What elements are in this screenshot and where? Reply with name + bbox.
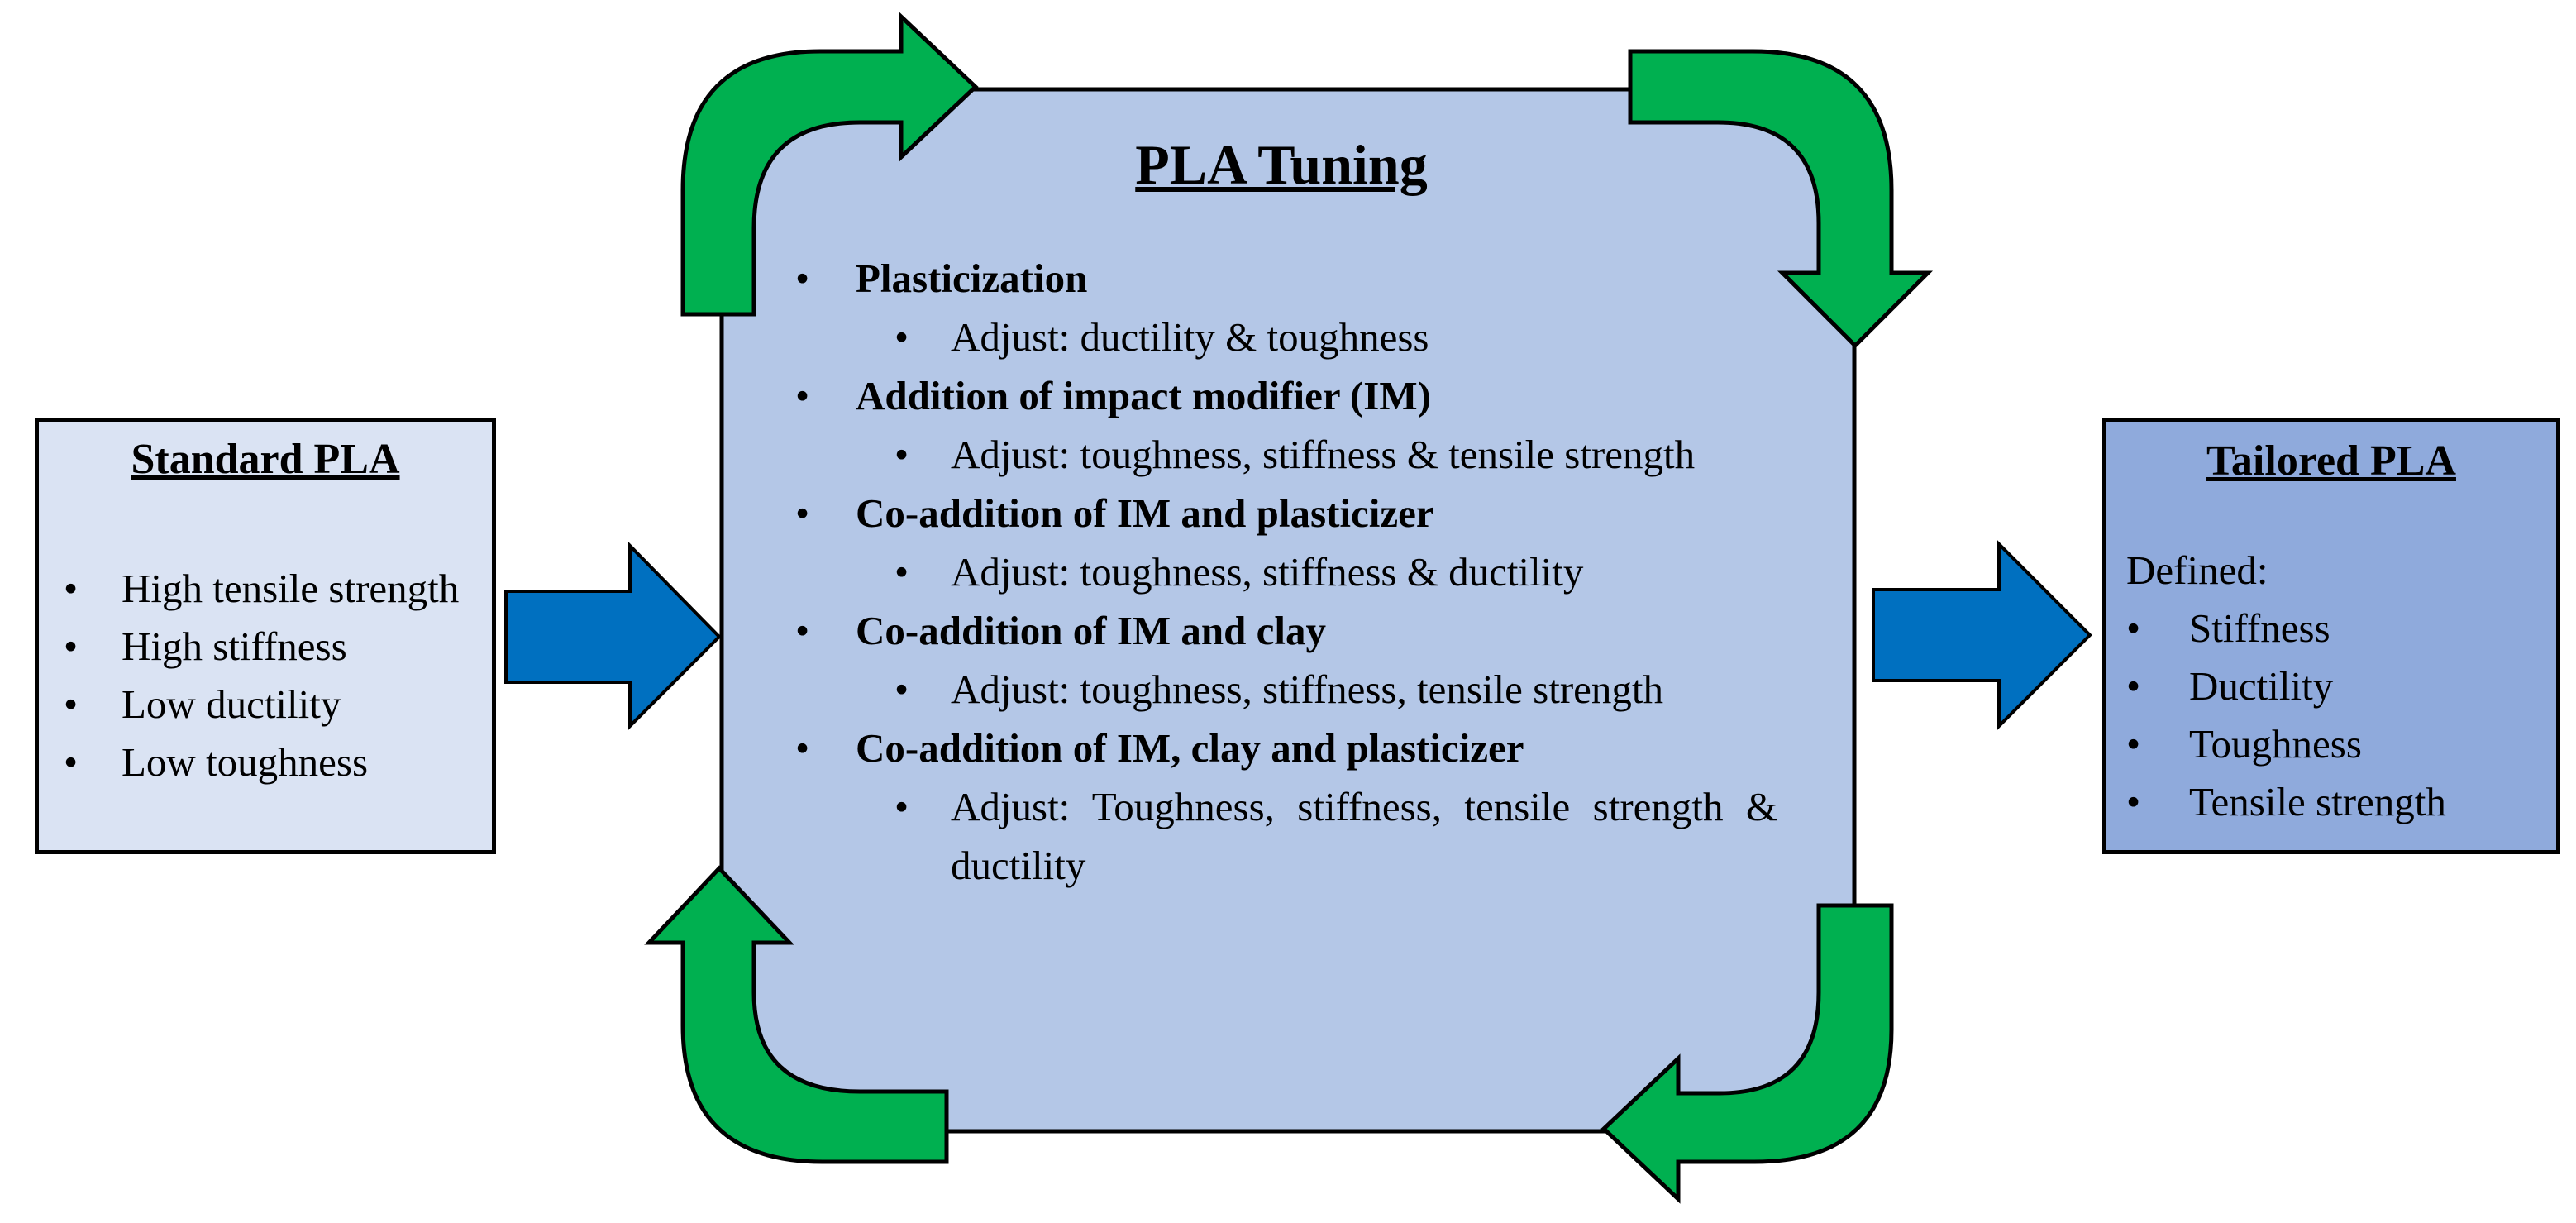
tailored-pla-item: Stiffness xyxy=(2126,600,2556,657)
tuning-item-sub: Adjust: ductility & toughness xyxy=(894,308,1777,366)
cycle-arrow-bottom-left-icon xyxy=(644,865,949,1164)
tailored-pla-item: Tensile strength xyxy=(2126,773,2556,831)
tuning-item: Co-addition of IM, clay and plasticizer … xyxy=(744,719,1819,895)
tuning-item: Co-addition of IM and plasticizer Adjust… xyxy=(744,484,1819,601)
tailored-pla-item: Ductility xyxy=(2126,657,2556,715)
cycle-arrow-top-left-icon xyxy=(680,12,979,317)
tailored-pla-item: Toughness xyxy=(2126,715,2556,773)
tuning-item-sub: Adjust: toughness, stiffness & ductility xyxy=(894,542,1777,601)
cycle-arrow-bottom-right-icon xyxy=(1600,903,1894,1204)
tuning-item-head: Addition of impact modifier (IM) xyxy=(856,373,1431,418)
tailored-pla-box: Tailored PLA Defined: Stiffness Ductilit… xyxy=(2102,418,2560,854)
standard-pla-item: Low toughness xyxy=(64,733,469,791)
tailored-pla-list: Stiffness Ductility Toughness Tensile st… xyxy=(2106,600,2556,831)
standard-pla-box: Standard PLA High tensile strength High … xyxy=(35,418,496,854)
tuning-item-head: Co-addition of IM, clay and plasticizer xyxy=(856,725,1524,771)
cycle-arrows xyxy=(644,12,1934,1204)
tailored-pla-title: Tailored PLA xyxy=(2206,437,2456,485)
tuning-item: Co-addition of IM and clay Adjust: tough… xyxy=(744,601,1819,719)
standard-pla-list: High tensile strength High stiffness Low… xyxy=(39,560,469,791)
tailored-pla-lead: Defined: xyxy=(2126,547,2268,593)
tuning-content: PLA Tuning Plasticization Adjust: ductil… xyxy=(744,132,1819,895)
tuning-item-head: Plasticization xyxy=(856,256,1088,301)
standard-pla-title: Standard PLA xyxy=(131,436,400,483)
tuning-item-sub: Adjust: Toughness, stiffness, tensile st… xyxy=(894,777,1777,895)
tuning-item-sub: Adjust: toughness, stiffness & tensile s… xyxy=(894,425,1777,484)
tuning-item: Addition of impact modifier (IM) Adjust:… xyxy=(744,366,1819,484)
tuning-item-head: Co-addition of IM and plasticizer xyxy=(856,490,1434,536)
tuning-item: Plasticization Adjust: ductility & tough… xyxy=(744,249,1819,366)
tuning-title: PLA Tuning xyxy=(1135,133,1428,196)
output-arrow-icon xyxy=(1872,540,2092,730)
standard-pla-item: High tensile strength xyxy=(64,560,469,618)
tuning-item-head: Co-addition of IM and clay xyxy=(856,608,1327,653)
cycle-arrow-top-right-icon xyxy=(1628,49,1934,349)
standard-pla-item: Low ductility xyxy=(64,676,469,733)
tuning-item-sub: Adjust: toughness, stiffness, tensile st… xyxy=(894,660,1777,719)
input-arrow-icon xyxy=(504,542,722,730)
tuning-list: Plasticization Adjust: ductility & tough… xyxy=(744,249,1819,895)
standard-pla-item: High stiffness xyxy=(64,618,469,676)
